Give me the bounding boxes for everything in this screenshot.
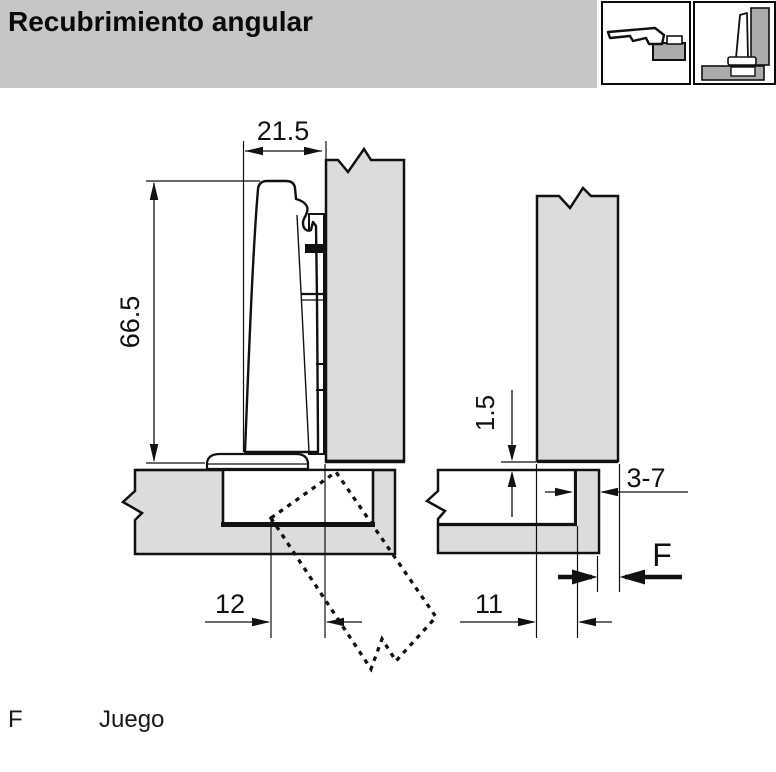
legend-symbol: F xyxy=(8,706,23,733)
page-title: Recubrimiento angular xyxy=(8,6,313,37)
hinge-assembly xyxy=(205,179,326,471)
dim-21-5-label: 21.5 xyxy=(257,116,310,146)
technical-drawing: 21.5 66.5 12 xyxy=(115,116,688,673)
hinge-arm xyxy=(243,179,320,454)
left-extension-lines xyxy=(146,141,327,638)
hinge-arm-side-view-graphic xyxy=(606,26,686,61)
dim-11-label: 11 xyxy=(475,589,503,619)
hinge-arm-side-view-icon xyxy=(601,1,691,85)
dim-f: F xyxy=(558,537,682,585)
dim-f-label: F xyxy=(652,537,672,573)
left-view: 21.5 66.5 12 xyxy=(115,116,439,673)
right-view: 1.5 3-7 F 11 xyxy=(424,186,688,638)
dashed-door-outline xyxy=(268,469,439,673)
dim-3-7-label: 3-7 xyxy=(626,463,665,493)
dim-1-5-label: 1.5 xyxy=(470,395,500,431)
legend: F Juego xyxy=(0,700,776,744)
dim-12-label: 12 xyxy=(215,589,245,619)
panel-bottom-strip xyxy=(439,525,598,552)
hinge-mounted-overlay-icon xyxy=(693,1,776,85)
dim-66-5: 66.5 xyxy=(115,182,159,462)
dim-11: 11 xyxy=(460,589,612,627)
right-door-panel xyxy=(535,186,620,463)
dim-21-5: 21.5 xyxy=(245,116,322,156)
dim-1-5: 1.5 xyxy=(470,390,517,517)
hinge-flange xyxy=(205,452,310,471)
legend-description: Juego xyxy=(99,706,165,733)
dim-3-7: 3-7 xyxy=(545,463,688,497)
header-bar: Recubrimiento angular xyxy=(0,0,597,88)
dim-12: 12 xyxy=(205,589,362,627)
dim-66-5-label: 66.5 xyxy=(115,296,145,349)
panel-front-strip xyxy=(578,471,598,527)
left-door-panel xyxy=(324,146,406,463)
hinge-mounted-overlay-graphic xyxy=(701,7,770,81)
